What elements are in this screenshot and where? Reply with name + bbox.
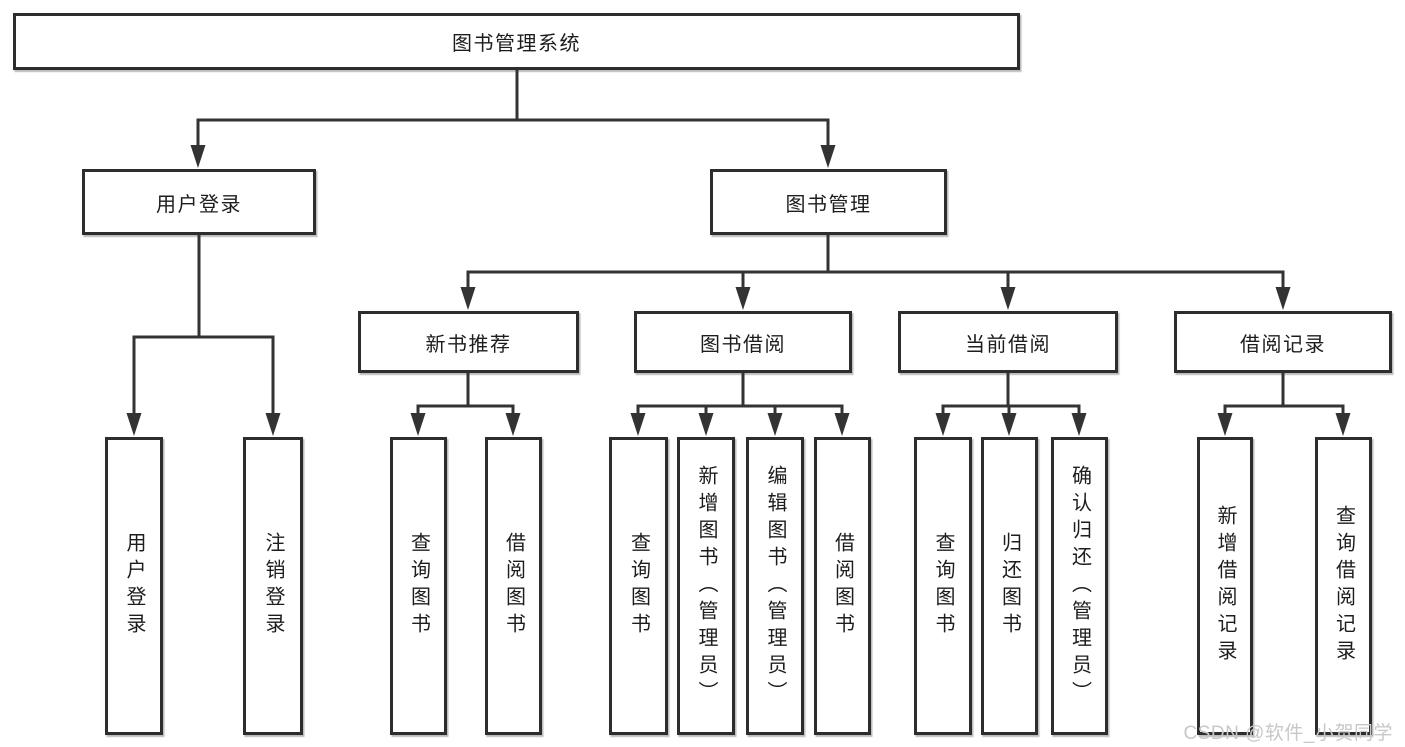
node-label: 当前借阅 bbox=[965, 333, 1051, 356]
node-label: 确认归还（管理员） bbox=[1068, 464, 1091, 708]
node-label: 借阅记录 bbox=[1240, 333, 1326, 356]
arrowhead-down-icon bbox=[410, 413, 426, 436]
node-current-borrowing: 当前借阅 bbox=[898, 311, 1118, 373]
node-label: 编辑图书（管理员） bbox=[764, 464, 786, 708]
arrowhead-down-icon bbox=[1001, 413, 1017, 436]
node-borrowing-records: 借阅记录 bbox=[1174, 311, 1392, 373]
arrowhead-down-icon bbox=[820, 145, 836, 168]
node-book-borrowing: 图书借阅 bbox=[634, 311, 852, 373]
node-root: 图书管理系统 bbox=[13, 13, 1020, 70]
node-label: 用户登录 bbox=[123, 532, 145, 640]
arrowhead-down-icon bbox=[735, 287, 751, 310]
arrowhead-down-icon bbox=[698, 413, 714, 436]
node-label: 图书管理系统 bbox=[452, 33, 581, 55]
arrowhead-down-icon bbox=[190, 145, 206, 168]
arrowhead-down-icon bbox=[505, 413, 521, 436]
node-label: 借阅图书 bbox=[502, 532, 525, 640]
arrowhead-down-icon bbox=[265, 413, 281, 436]
arrowhead-down-icon bbox=[767, 413, 783, 436]
node-leaf-borrow-books-2: 借阅图书 bbox=[814, 437, 871, 735]
arrowhead-down-icon bbox=[1071, 413, 1087, 436]
arrowhead-down-icon bbox=[460, 287, 476, 310]
node-label: 新增借阅记录 bbox=[1214, 505, 1236, 667]
arrowhead-down-icon bbox=[834, 413, 850, 436]
node-leaf-borrow-books-1: 借阅图书 bbox=[485, 437, 542, 735]
arrowhead-down-icon bbox=[1335, 413, 1351, 436]
arrowhead-down-icon bbox=[1217, 413, 1233, 436]
node-book-management: 图书管理 bbox=[710, 169, 947, 235]
node-label: 注销登录 bbox=[262, 532, 284, 640]
arrowhead-down-icon bbox=[126, 413, 142, 436]
arrowhead-down-icon bbox=[630, 413, 646, 436]
watermark: CSDN @软件_小贺同学 bbox=[1183, 723, 1393, 744]
node-label: 查询图书 bbox=[627, 532, 650, 640]
node-label: 用户登录 bbox=[156, 193, 242, 216]
node-leaf-add-books: 新增图书（管理员） bbox=[677, 437, 735, 735]
node-leaf-logout: 注销登录 bbox=[243, 437, 303, 735]
node-label: 归还图书 bbox=[998, 532, 1021, 640]
node-leaf-return-books: 归还图书 bbox=[981, 437, 1038, 735]
node-label: 图书管理 bbox=[785, 193, 872, 216]
node-leaf-add-borrow-rec: 新增借阅记录 bbox=[1197, 437, 1253, 735]
arrowhead-down-icon bbox=[1000, 287, 1016, 310]
node-label: 新增图书（管理员） bbox=[695, 464, 717, 708]
node-leaf-edit-books: 编辑图书（管理员） bbox=[746, 437, 804, 735]
arrowhead-down-icon bbox=[1275, 287, 1291, 310]
arrowhead-down-icon bbox=[935, 413, 951, 436]
node-label: 新书推荐 bbox=[425, 333, 512, 356]
node-leaf-confirm-return: 确认归还（管理员） bbox=[1051, 437, 1108, 735]
node-label: 查询借阅记录 bbox=[1332, 505, 1355, 667]
node-label: 查询图书 bbox=[932, 532, 954, 640]
node-label: 图书借阅 bbox=[700, 333, 786, 356]
node-label: 借阅图书 bbox=[831, 532, 854, 640]
node-leaf-query-books-3: 查询图书 bbox=[914, 437, 972, 735]
node-leaf-query-books-2: 查询图书 bbox=[609, 437, 668, 735]
node-label: 查询图书 bbox=[407, 532, 430, 640]
node-leaf-user-login: 用户登录 bbox=[105, 437, 163, 735]
node-new-book-recommend: 新书推荐 bbox=[358, 311, 579, 373]
node-user-login: 用户登录 bbox=[82, 169, 316, 235]
node-leaf-query-borrow-rec: 查询借阅记录 bbox=[1315, 437, 1372, 735]
node-leaf-query-books-1: 查询图书 bbox=[390, 437, 447, 735]
